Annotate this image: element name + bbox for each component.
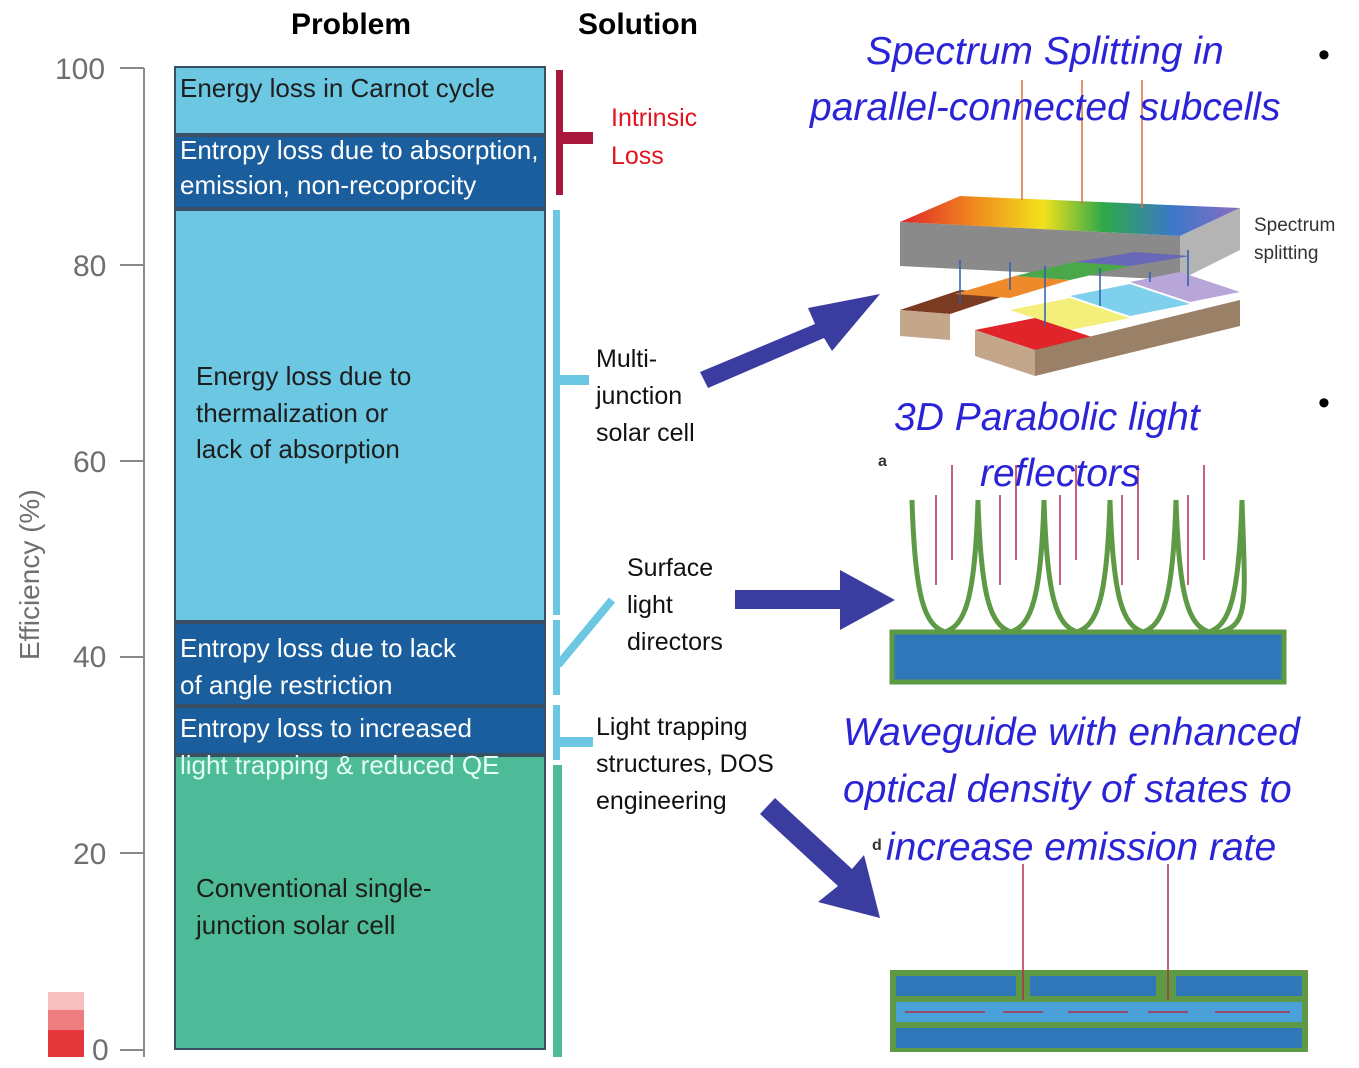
light-trapping-line3: engineering bbox=[596, 787, 727, 815]
bar-segment-single-junction bbox=[174, 754, 546, 1050]
parabolic-title-line2: reflectors bbox=[980, 452, 1141, 495]
bar-segment-light-trapping-qe bbox=[174, 705, 546, 755]
thermalization-label-line2: thermalization or bbox=[196, 398, 389, 428]
angle-label-line1: Entropy loss due to lack bbox=[180, 633, 457, 663]
bar-segment-angle-restriction bbox=[174, 621, 546, 706]
spectrum-title-line1: Spectrum Splitting in bbox=[866, 30, 1224, 73]
surface-directors-line3: directors bbox=[627, 628, 723, 656]
thermalization-label-line1: Energy loss due to bbox=[196, 361, 412, 391]
carnot-label: Energy loss in Carnot cycle bbox=[180, 73, 496, 103]
waveguide-title-line1: Waveguide with enhanced bbox=[843, 711, 1300, 754]
tick-40: 40 bbox=[73, 641, 107, 674]
bullet-1: • bbox=[1318, 36, 1330, 74]
angle-label-line2: of angle restriction bbox=[180, 670, 393, 700]
multijunction-line3: solar cell bbox=[596, 419, 695, 447]
tick-60: 60 bbox=[73, 446, 107, 479]
multijunction-line1: Multi- bbox=[596, 345, 658, 373]
tick-100: 100 bbox=[55, 53, 106, 86]
thermalization-label-line3: lack of absorption bbox=[196, 434, 400, 464]
parabolic-reflector-figure bbox=[889, 465, 1287, 685]
arrow-to-parabolic bbox=[735, 570, 895, 630]
intrinsic-loss-bracket bbox=[556, 70, 593, 195]
bar-segment-carnot bbox=[174, 66, 546, 135]
surface-directors-line1: Surface bbox=[627, 554, 714, 582]
spectrum-title-line2: parallel-connected subcells bbox=[810, 86, 1281, 129]
tick-20: 20 bbox=[73, 838, 107, 871]
tick-80: 80 bbox=[73, 250, 107, 283]
solution-header: Solution bbox=[578, 8, 698, 41]
bar-segment-absorption-emission bbox=[174, 134, 546, 209]
surface-director-bracket bbox=[553, 597, 616, 695]
panel-a-label: a bbox=[878, 453, 887, 470]
light-trapping-line2: structures, DOS bbox=[596, 750, 774, 778]
arrow-to-spectrum bbox=[700, 294, 880, 388]
single-junction-label-line2: junction solar cell bbox=[196, 910, 396, 940]
single-junction-bracket bbox=[553, 765, 562, 1057]
spectrum-splitting-label-line2: splitting bbox=[1254, 243, 1319, 264]
problem-header: Problem bbox=[291, 8, 412, 41]
surface-directors-line2: light bbox=[627, 591, 673, 619]
spectrum-splitting-label-line1: Spectrum bbox=[1254, 215, 1336, 236]
arrow-to-waveguide bbox=[760, 798, 880, 918]
spectrum-splitting-figure bbox=[900, 80, 1240, 376]
waveguide-title-line2: optical density of states to bbox=[843, 768, 1292, 811]
multijunction-line2: junction bbox=[596, 382, 683, 410]
intrinsic-loss-line2: Loss bbox=[611, 142, 664, 170]
light-trapping-line1: Light trapping bbox=[596, 713, 748, 741]
parabolic-title-line1: 3D Parabolic light bbox=[894, 396, 1200, 439]
waveguide-figure bbox=[890, 864, 1308, 1052]
trapping-label-line1: Entropy loss to increased bbox=[180, 713, 472, 743]
multijunction-bracket bbox=[553, 210, 589, 615]
absorption-label-line1: Entropy loss due to absorption, bbox=[180, 135, 539, 165]
red-gradient-mark bbox=[48, 992, 84, 1057]
panel-d-label: d bbox=[872, 837, 882, 854]
bar-segment-thermalization bbox=[174, 208, 546, 622]
bullet-2: • bbox=[1318, 384, 1330, 422]
trapping-label-line2: light trapping & reduced QE bbox=[180, 750, 500, 780]
absorption-label-line2: emission, non-recoprocity bbox=[180, 170, 477, 200]
intrinsic-loss-line1: Intrinsic bbox=[611, 104, 698, 132]
light-trapping-bracket bbox=[553, 705, 593, 760]
single-junction-label-line1: Conventional single- bbox=[196, 873, 432, 903]
waveguide-title-line3: increase emission rate bbox=[886, 826, 1277, 869]
